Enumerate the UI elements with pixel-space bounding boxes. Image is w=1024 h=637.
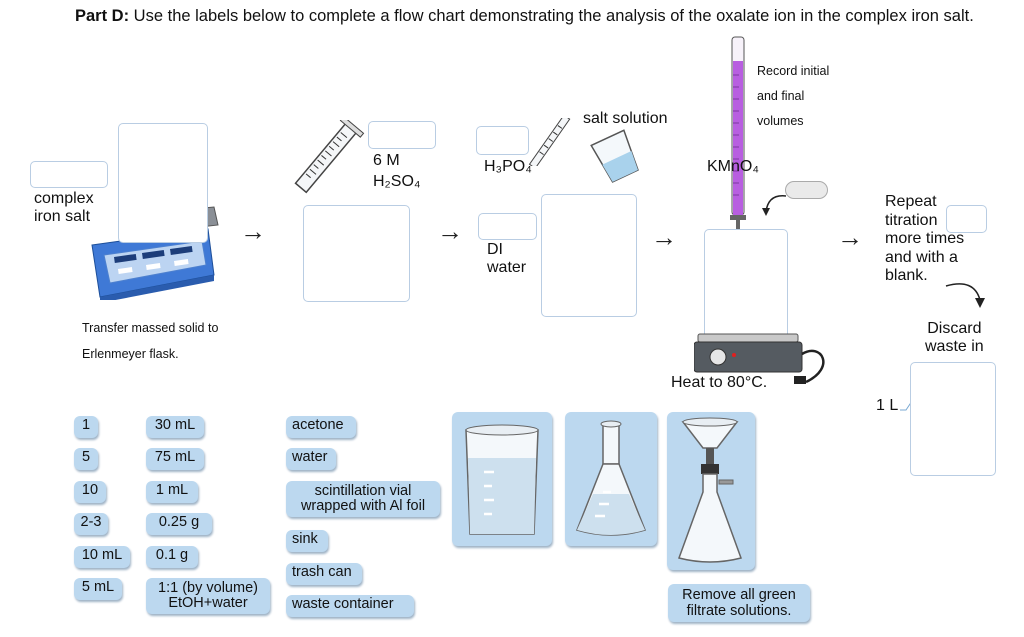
chip-number[interactable]: 5 [74, 448, 98, 470]
chip-material[interactable]: waste container [286, 595, 414, 617]
chip-amount[interactable]: 0.25 g [146, 513, 212, 535]
flow-arrow-2: → [437, 216, 463, 246]
repeat-titration-label: Repeat titration more times and with a b… [885, 193, 965, 284]
curved-arrow-down-icon [945, 283, 985, 308]
drop-target-step4-image[interactable] [704, 229, 788, 341]
chip-erlenmeyer-flask[interactable] [565, 412, 657, 546]
flow-arrow-3: → [651, 222, 677, 252]
drop-target-step4-pill[interactable] [785, 181, 828, 199]
filter-flask-icon [678, 417, 742, 563]
curved-arrow-icon [762, 195, 787, 216]
chip-amount[interactable]: 1 mL [146, 481, 198, 503]
chip-number[interactable]: 5 mL [74, 578, 122, 600]
h2so4-formula-label: H₂SO₄ [373, 173, 421, 190]
transfer-caption-line1: Transfer massed solid to [82, 321, 219, 335]
graduated-cylinder-icon [294, 120, 365, 194]
chip-amount[interactable]: 0.1 g [146, 546, 198, 568]
h3po4-label: H₃PO₄ [484, 158, 532, 175]
drop-target-step2-label[interactable] [368, 121, 436, 149]
chip-material[interactable]: sink [286, 530, 328, 552]
chip-material[interactable]: trash can [286, 563, 362, 585]
chip-amount-ethanol-water[interactable]: 1:1 (by volume) EtOH+water [146, 578, 270, 614]
drop-target-step1-label[interactable] [30, 161, 108, 188]
discard-waste-label: Discard waste in [925, 320, 984, 355]
instructions-text: Part D: Use the labels below to complete… [75, 7, 974, 25]
chip-number[interactable]: 10 mL [74, 546, 130, 568]
beaker-icon [465, 424, 539, 535]
pipette-icon [528, 118, 571, 166]
kmno4-label: KMnO₄ [707, 158, 759, 175]
burette-icon [730, 36, 746, 229]
drop-target-step2-image[interactable] [303, 205, 410, 302]
flow-arrow-1: → [240, 216, 266, 246]
drop-target-step3-water[interactable] [478, 213, 537, 240]
erlenmeyer-flask-icon [576, 420, 646, 536]
chip-number[interactable]: 10 [74, 481, 106, 503]
chip-beaker[interactable] [452, 412, 552, 546]
chip-material[interactable]: acetone [286, 416, 356, 438]
heat-label: Heat to 80°C. [671, 374, 768, 391]
salt-solution-label: salt solution [583, 110, 668, 127]
drop-target-step1-image[interactable] [118, 123, 208, 243]
chip-material-scintillation-vial[interactable]: scintillation vial wrapped with Al foil [286, 481, 440, 517]
hot-plate-icon [694, 333, 825, 384]
chip-amount[interactable]: 30 mL [146, 416, 204, 438]
chip-remove-green-filtrate[interactable]: Remove all green filtrate solutions. [668, 584, 810, 622]
chip-amount[interactable]: 75 mL [146, 448, 204, 470]
beaker-tilted-icon [590, 129, 639, 183]
drop-target-repeat-count[interactable] [946, 205, 987, 233]
di-water-label: DI water [487, 241, 527, 276]
one-liter-label: 1 L [876, 397, 899, 414]
chip-material[interactable]: water [286, 448, 336, 470]
drop-target-step3-image[interactable] [541, 194, 637, 317]
chip-filter-flask[interactable] [667, 412, 755, 570]
chip-number[interactable]: 1 [74, 416, 98, 438]
chip-number[interactable]: 2-3 [74, 513, 108, 535]
complex-iron-salt-label: complex iron salt [34, 190, 94, 225]
drop-target-step3-reagent[interactable] [476, 126, 529, 155]
flow-arrow-4: → [837, 222, 863, 252]
h2so4-concentration-label: 6 M [373, 152, 400, 169]
record-volumes-label: Record initial and final volumes [757, 64, 830, 128]
drop-target-step5-image[interactable] [910, 362, 996, 476]
transfer-caption-line2: Erlenmeyer flask. [82, 347, 179, 361]
